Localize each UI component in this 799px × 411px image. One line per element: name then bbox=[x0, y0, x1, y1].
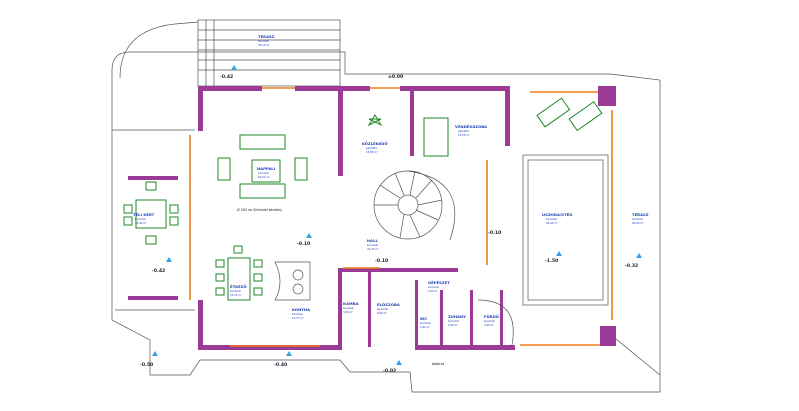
level-markers: -0.42 -0.42 ±0.00 -0.10 -0.10 -0.10 -1.5… bbox=[140, 74, 638, 374]
svg-text:KONYHA: KONYHA bbox=[292, 307, 310, 312]
svg-text:burkolat: burkolat bbox=[292, 312, 303, 316]
svg-text:ZUHANY: ZUHANY bbox=[448, 314, 466, 319]
svg-text:burkolat: burkolat bbox=[428, 285, 439, 289]
svg-text:2,60 m²: 2,60 m² bbox=[448, 323, 458, 327]
walls bbox=[128, 86, 616, 350]
svg-text:18,40 m²: 18,40 m² bbox=[135, 221, 147, 225]
svg-text:-0.10: -0.10 bbox=[488, 230, 501, 236]
svg-text:burkolat: burkolat bbox=[343, 306, 354, 310]
svg-text:1,60 m²: 1,60 m² bbox=[420, 325, 430, 329]
svg-text:35,15 m²: 35,15 m² bbox=[258, 43, 270, 47]
svg-text:56,40 m²: 56,40 m² bbox=[546, 221, 558, 225]
svg-text:KAMRA: KAMRA bbox=[343, 301, 359, 306]
svg-text:-0.32: -0.32 bbox=[625, 263, 638, 269]
kitchen-island bbox=[274, 261, 311, 301]
svg-text:-0.02: -0.02 bbox=[383, 368, 396, 374]
svg-text:3,20 m²: 3,20 m² bbox=[428, 289, 438, 293]
svg-text:ÉTKEZŐ: ÉTKEZŐ bbox=[230, 284, 247, 289]
entrance-note: bejárat bbox=[432, 362, 445, 366]
svg-text:20,00 m²: 20,00 m² bbox=[632, 221, 644, 225]
site-curve bbox=[119, 21, 199, 79]
svg-text:±0.00: ±0.00 bbox=[388, 74, 403, 80]
svg-text:KÖZLEKEDŐ: KÖZLEKEDŐ bbox=[362, 141, 388, 146]
svg-text:parketta: parketta bbox=[366, 146, 377, 150]
svg-text:burkolat: burkolat bbox=[258, 171, 269, 175]
svg-text:burkolat: burkolat bbox=[135, 217, 146, 221]
svg-text:-0.42: -0.42 bbox=[220, 74, 233, 80]
svg-text:-0.10: -0.10 bbox=[297, 241, 310, 247]
svg-text:burkolat: burkolat bbox=[448, 319, 459, 323]
svg-text:burkolat: burkolat bbox=[258, 39, 269, 43]
svg-text:TERASZ: TERASZ bbox=[632, 212, 649, 217]
svg-text:-0.42: -0.42 bbox=[152, 268, 165, 274]
svg-text:burkolat: burkolat bbox=[377, 307, 388, 311]
svg-text:NAPPALI: NAPPALI bbox=[257, 166, 276, 171]
pergola bbox=[197, 19, 341, 87]
living-furniture bbox=[123, 97, 603, 301]
svg-text:16,77 m²: 16,77 m² bbox=[292, 316, 304, 320]
spiral-stair bbox=[373, 170, 456, 241]
svg-text:15,80 m²: 15,80 m² bbox=[366, 150, 378, 154]
svg-text:GÉPÉSZET: GÉPÉSZET bbox=[428, 280, 450, 285]
svg-text:TÉLI KERT: TÉLI KERT bbox=[133, 212, 155, 217]
openings bbox=[189, 87, 613, 347]
svg-text:31,33 m²: 31,33 m² bbox=[367, 247, 379, 251]
svg-text:VENDÉGSZOBA: VENDÉGSZOBA bbox=[455, 124, 487, 129]
svg-text:21,74 m²: 21,74 m² bbox=[230, 293, 242, 297]
svg-text:-1.50: -1.50 bbox=[545, 258, 558, 264]
room-labels: TERASZ burkolat 35,15 m² NAPPALI burkola… bbox=[133, 34, 649, 329]
svg-text:16,55 m²: 16,55 m² bbox=[458, 133, 470, 137]
svg-text:-0.40: -0.40 bbox=[274, 362, 287, 368]
svg-text:burkolat: burkolat bbox=[367, 243, 378, 247]
svg-text:burkolat: burkolat bbox=[230, 289, 241, 293]
svg-text:parketta: parketta bbox=[458, 129, 469, 133]
svg-text:FÜRDŐ: FÜRDŐ bbox=[484, 314, 500, 319]
bath-curve bbox=[477, 299, 514, 346]
svg-text:6,80 m²: 6,80 m² bbox=[377, 311, 387, 315]
site-outline bbox=[111, 51, 661, 393]
svg-text:ELŐSZOBA: ELŐSZOBA bbox=[377, 302, 400, 307]
svg-text:HALL: HALL bbox=[367, 238, 379, 243]
svg-text:-0.10: -0.10 bbox=[375, 258, 388, 264]
svg-text:burkolat: burkolat bbox=[546, 217, 557, 221]
svg-text:burkolat: burkolat bbox=[632, 217, 643, 221]
svg-text:3,90 m²: 3,90 m² bbox=[484, 323, 494, 327]
level-symbols bbox=[152, 65, 642, 365]
svg-text:60,01 m²: 60,01 m² bbox=[258, 175, 270, 179]
svg-text:burkolat: burkolat bbox=[420, 321, 431, 325]
svg-text:-0.50: -0.50 bbox=[140, 362, 153, 368]
svg-text:TERASZ: TERASZ bbox=[258, 34, 275, 39]
pool bbox=[522, 154, 609, 306]
svg-text:USZODA/STÉG: USZODA/STÉG bbox=[542, 212, 572, 217]
svg-text:3,60 m²: 3,60 m² bbox=[343, 310, 353, 314]
chimney-note: Ø 200 es Schiedel kémény bbox=[237, 207, 282, 212]
svg-text:burkolat: burkolat bbox=[484, 319, 495, 323]
svg-text:WC: WC bbox=[420, 316, 427, 321]
